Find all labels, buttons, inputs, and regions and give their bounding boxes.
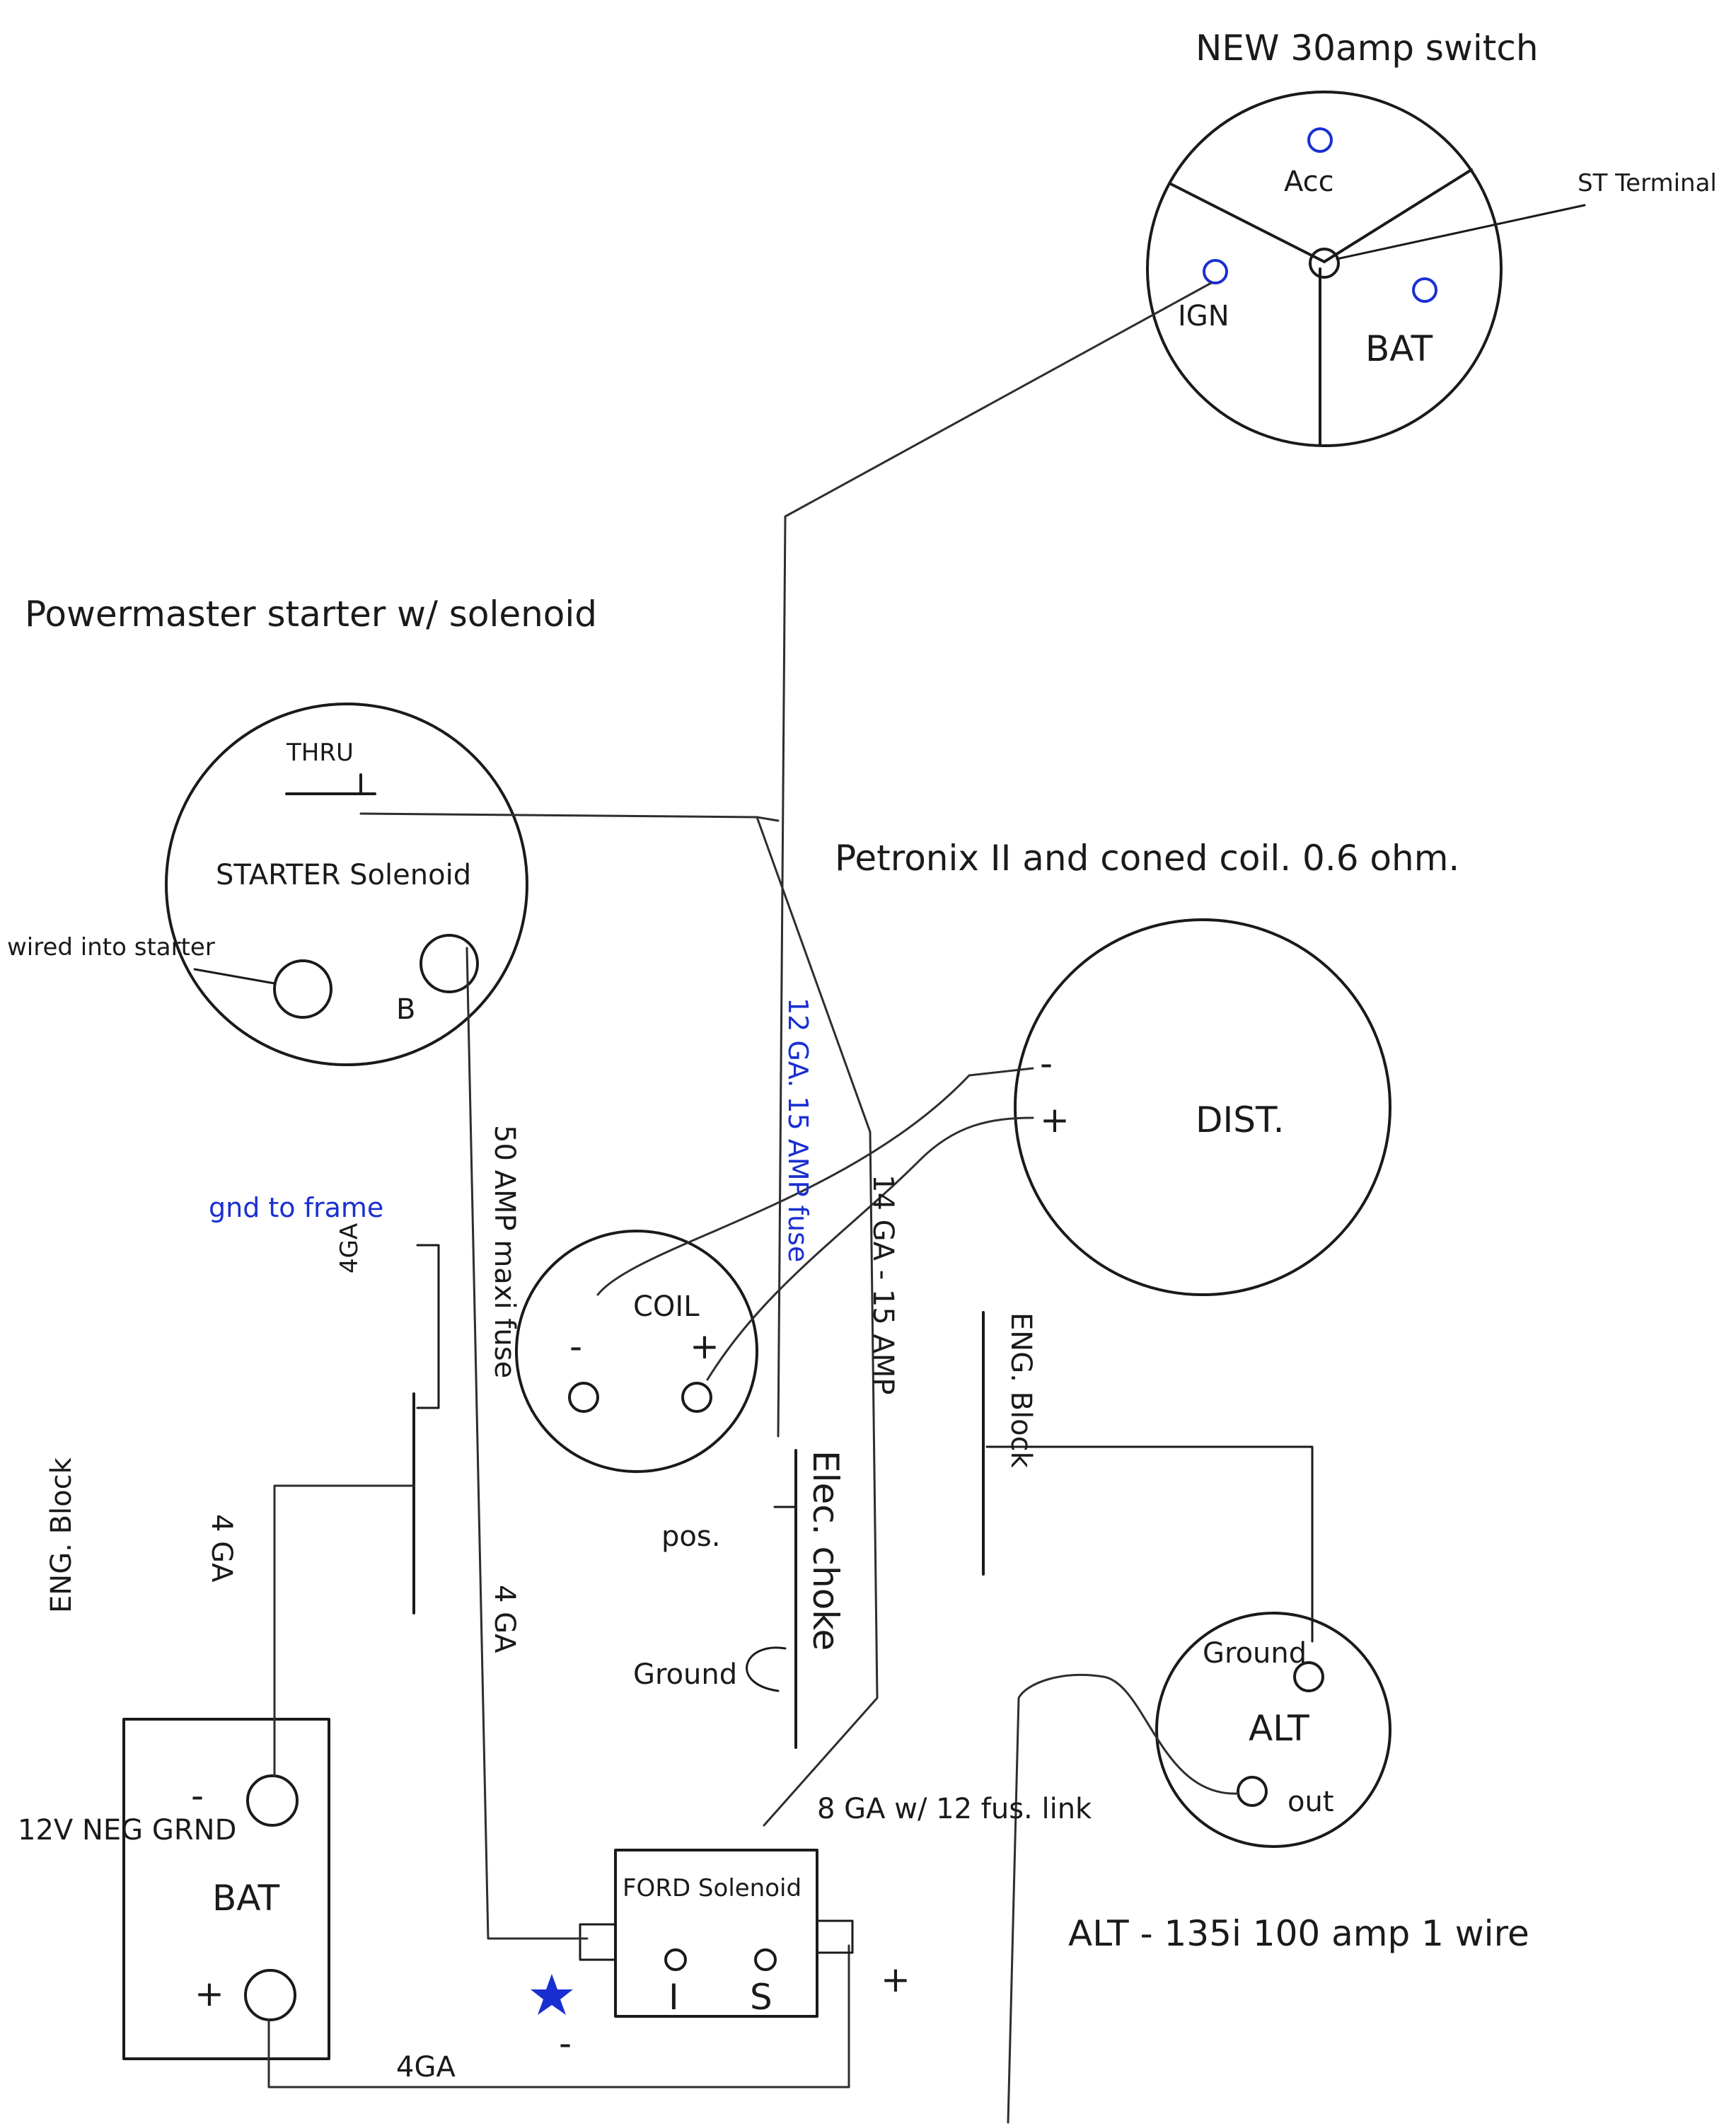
alt-ground-label: Ground	[1203, 1637, 1307, 1670]
electric-choke: Elec. choke pos. Ground	[633, 1449, 846, 1749]
ford-solenoid-minus-label: -	[559, 2023, 572, 2064]
ign-terminal	[1203, 259, 1228, 284]
alt-ground-terminal	[1293, 1661, 1324, 1692]
coil-pos-to-dist-wire	[706, 1116, 1034, 1381]
battery-minus-label: -	[191, 1775, 204, 1816]
dist-minus-label: -	[1040, 1043, 1053, 1084]
ground-4ga-label: 4GA	[335, 1223, 364, 1273]
battery-note: 12V NEG GRND	[18, 1814, 236, 1847]
acc-label: Acc	[1284, 166, 1334, 198]
choke-label: Elec. choke	[805, 1450, 846, 1651]
starter-motor-terminal	[273, 959, 332, 1019]
alternator: Ground ALT out ALT - 135i 100 amp 1 wire	[1068, 1612, 1529, 1954]
12ga-fuse-label: 12 GA. 15 AMP fuse	[782, 998, 814, 1262]
starter: Powermaster starter w/ solenoid STARTER …	[7, 594, 597, 1066]
alt-output-wire	[1007, 1673, 1239, 2124]
battery-ground-wire	[273, 1484, 415, 1777]
battery-label: BAT	[212, 1878, 280, 1919]
b-terminal-label: B	[396, 993, 415, 1026]
alt-out-label: out	[1287, 1786, 1334, 1818]
starter-b-terminal	[419, 934, 479, 993]
ford-solenoid-s-label: S	[750, 1977, 772, 2018]
ford-solenoid-s-terminal	[754, 1948, 777, 1971]
ford-solenoid-i-terminal	[664, 1948, 687, 1971]
bat-terminal	[1412, 277, 1437, 303]
bottom-4ga-label: 4GA	[396, 2051, 456, 2084]
alt-label: ALT	[1249, 1708, 1309, 1749]
battery: - BAT + 12V NEG GRND	[18, 1718, 330, 2060]
coil-minus-label: -	[569, 1326, 582, 1367]
choke-pos-label: pos.	[661, 1520, 720, 1553]
battery-positive-wire	[267, 1944, 850, 2089]
starter-trigger-wire	[359, 812, 780, 822]
coil-pos-terminal	[681, 1382, 712, 1413]
ignition-switch-title: NEW 30amp switch	[1196, 28, 1539, 69]
ground-frame-note: gnd to frame	[209, 1192, 383, 1223]
engine-block-left: ENG. Block gnd to frame 4GA	[45, 1192, 440, 1614]
bat-block-4ga-label: 4 GA	[205, 1514, 238, 1583]
14ga-label: 14 GA - 15 AMP	[867, 1174, 899, 1394]
ford-solenoid-minus-stud	[579, 1923, 617, 1961]
ford-solenoid: S I FORD Solenoid + -	[531, 1849, 910, 2064]
alt-ground-wire	[985, 1445, 1314, 1643]
ignition-switch: NEW 30amp switch Acc IGN BAT ST Terminal	[1146, 28, 1717, 447]
14ga-wire	[756, 816, 879, 1827]
wired-note: wired into starter	[7, 933, 215, 961]
star-marker	[531, 1974, 573, 2015]
coil-neg-to-dist-wire	[596, 1067, 1034, 1296]
maxi-fuse-wire	[465, 947, 589, 1940]
choke-ground-wire	[746, 1646, 787, 1692]
coil-label: COIL	[633, 1290, 700, 1323]
alt-out-terminal	[1237, 1776, 1268, 1807]
distributor: DIST. - +	[1014, 918, 1391, 1296]
ign-feed-wire	[777, 282, 1213, 1438]
maxi-4ga-label: 4 GA	[488, 1585, 521, 1653]
coil: COIL - +	[515, 1230, 758, 1473]
battery-plus-label: +	[195, 1973, 224, 2014]
choke-ground-label: Ground	[633, 1658, 737, 1691]
ground-strap	[416, 1244, 440, 1409]
starter-title: Powermaster starter w/ solenoid	[25, 594, 597, 635]
battery-neg-terminal	[246, 1774, 299, 1827]
ford-solenoid-plus-stud	[816, 1919, 854, 1954]
alt-link-label: 8 GA w/ 12 fus. link	[817, 1793, 1092, 1825]
ford-solenoid-plus-label: +	[881, 1959, 910, 2000]
battery-box	[122, 1718, 330, 2060]
acc-terminal	[1307, 127, 1333, 153]
ford-solenoid-label: FORD Solenoid	[623, 1874, 802, 1902]
maxi-fuse-label: 50 AMP maxi fuse	[488, 1125, 521, 1378]
coil-neg-terminal	[568, 1382, 599, 1413]
solenoid-label: STARTER Solenoid	[216, 859, 471, 891]
bat-label: BAT	[1365, 328, 1433, 369]
ford-solenoid-i-label: I	[669, 1977, 679, 2018]
stud-label: THRU	[286, 739, 354, 767]
ign-label: IGN	[1178, 300, 1229, 333]
distributor-label: DIST.	[1196, 1099, 1285, 1140]
terminal-note: ST Terminal	[1578, 169, 1717, 197]
alt-note: ALT - 135i 100 amp 1 wire	[1068, 1913, 1529, 1954]
ford-solenoid-body	[614, 1849, 818, 2018]
battery-pos-terminal	[244, 1969, 296, 2021]
dist-plus-label: +	[1040, 1099, 1070, 1140]
engine-block-right: ENG. Block	[982, 1311, 1314, 1643]
engine-block-right-label: ENG. Block	[1005, 1312, 1037, 1469]
coil-plus-label: +	[690, 1326, 719, 1367]
engine-block-left-label: ENG. Block	[45, 1457, 78, 1613]
coil-note: Petronix II and coned coil. 0.6 ohm.	[835, 838, 1459, 879]
